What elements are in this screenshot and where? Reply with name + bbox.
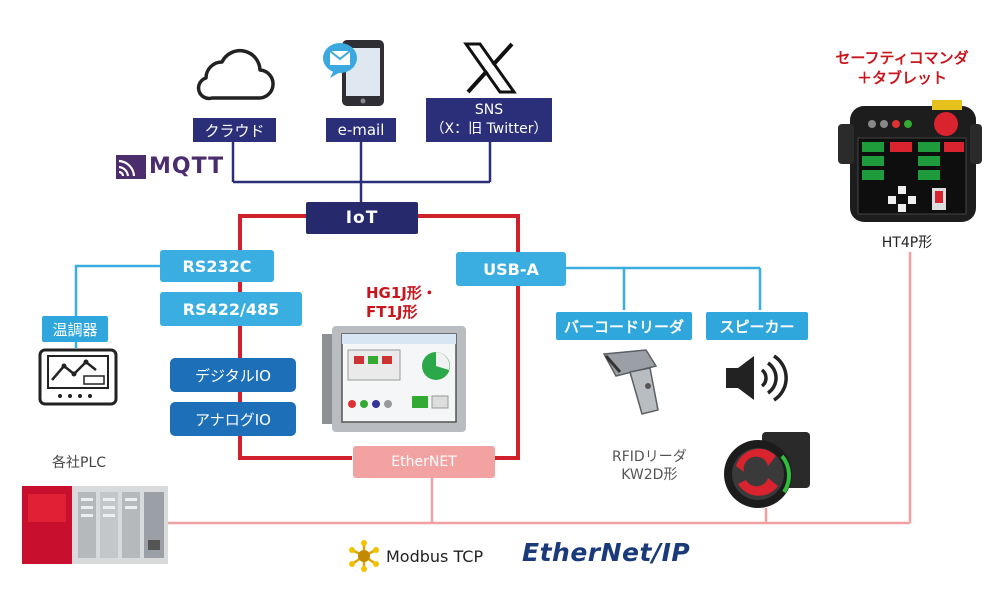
digital-io-box: デジタルIO [170, 358, 296, 392]
sns-box: SNS （X：旧 Twitter） [426, 98, 552, 142]
plc-illustration [20, 484, 170, 564]
sns-label: SNS [474, 102, 504, 118]
safety-commander-line2: ＋タブレット [856, 69, 947, 87]
plc-label: 各社PLC [52, 455, 107, 471]
usb-a-box: USB-A [456, 252, 566, 286]
hmi-label: HG1J形・ FT1J形 [366, 284, 437, 322]
email-box: e-mail [326, 118, 396, 142]
cloud-box: クラウド [193, 118, 276, 142]
modbus-tcp-text: Modbus TCP [386, 546, 484, 566]
email-label: e-mail [337, 121, 385, 139]
digital-io-label: デジタルIO [195, 366, 271, 385]
rs422-485-box: RS422/485 [160, 292, 302, 326]
iot-label: IoT [345, 208, 379, 228]
sns-sublabel: （X：旧 Twitter） [430, 121, 548, 137]
hmi-panel-illustration [318, 322, 468, 434]
speaker-box: スピーカー [706, 312, 808, 340]
modbus-tcp-logo: Modbus TCP [348, 540, 483, 572]
analog-io-label: アナログIO [195, 410, 271, 429]
mqtt-text: MQTT [149, 154, 225, 179]
barcode-reader-box: バーコードリーダ [556, 312, 692, 340]
safety-commander-title: セーフティコマンダ ＋タブレット [816, 48, 988, 88]
temperature-controller-icon [38, 348, 118, 406]
cloud-icon [192, 42, 276, 104]
ethernet-ip-logo: EtherNet/IP [522, 538, 691, 567]
barcode-reader-label: バーコードリーダ [563, 317, 684, 336]
rfid-label-line2: KW2D形 [621, 467, 678, 483]
modbus-network-icon [349, 540, 379, 572]
safety-commander-line1: セーフティコマンダ [835, 49, 969, 67]
analog-io-box: アナログIO [170, 402, 296, 436]
rfid-reader-icon [718, 426, 814, 512]
temp-controller-box: 温調器 [42, 316, 108, 342]
rs232c-label: RS232C [182, 256, 252, 276]
temp-controller-label: 温調器 [52, 320, 98, 339]
hmi-label-line1: HG1J形・ [366, 284, 437, 302]
rs422-485-label: RS422/485 [182, 299, 280, 319]
rs232c-box: RS232C [160, 250, 274, 282]
ethernet-box: EtherNET [353, 446, 495, 478]
mqtt-logo: MQTT [116, 154, 224, 179]
mqtt-signal-icon [116, 154, 146, 179]
iot-box: IoT [306, 202, 418, 234]
speaker-icon [718, 350, 798, 406]
rfid-label: RFIDリーダ KW2D形 [612, 448, 687, 484]
safety-commander-model: HT4P形 [881, 235, 933, 251]
cloud-label: クラウド [204, 121, 265, 140]
barcode-scanner-icon [600, 346, 668, 416]
usb-a-label: USB-A [483, 259, 539, 279]
x-logo-icon [462, 40, 518, 96]
speaker-label: スピーカー [719, 317, 795, 336]
smartphone-mail-icon [320, 38, 392, 108]
safety-commander-tablet-illustration [836, 96, 984, 226]
rfid-label-line1: RFIDリーダ [612, 449, 687, 465]
ethernet-label: EtherNET [391, 454, 457, 470]
hmi-label-line2: FT1J形 [366, 303, 418, 321]
